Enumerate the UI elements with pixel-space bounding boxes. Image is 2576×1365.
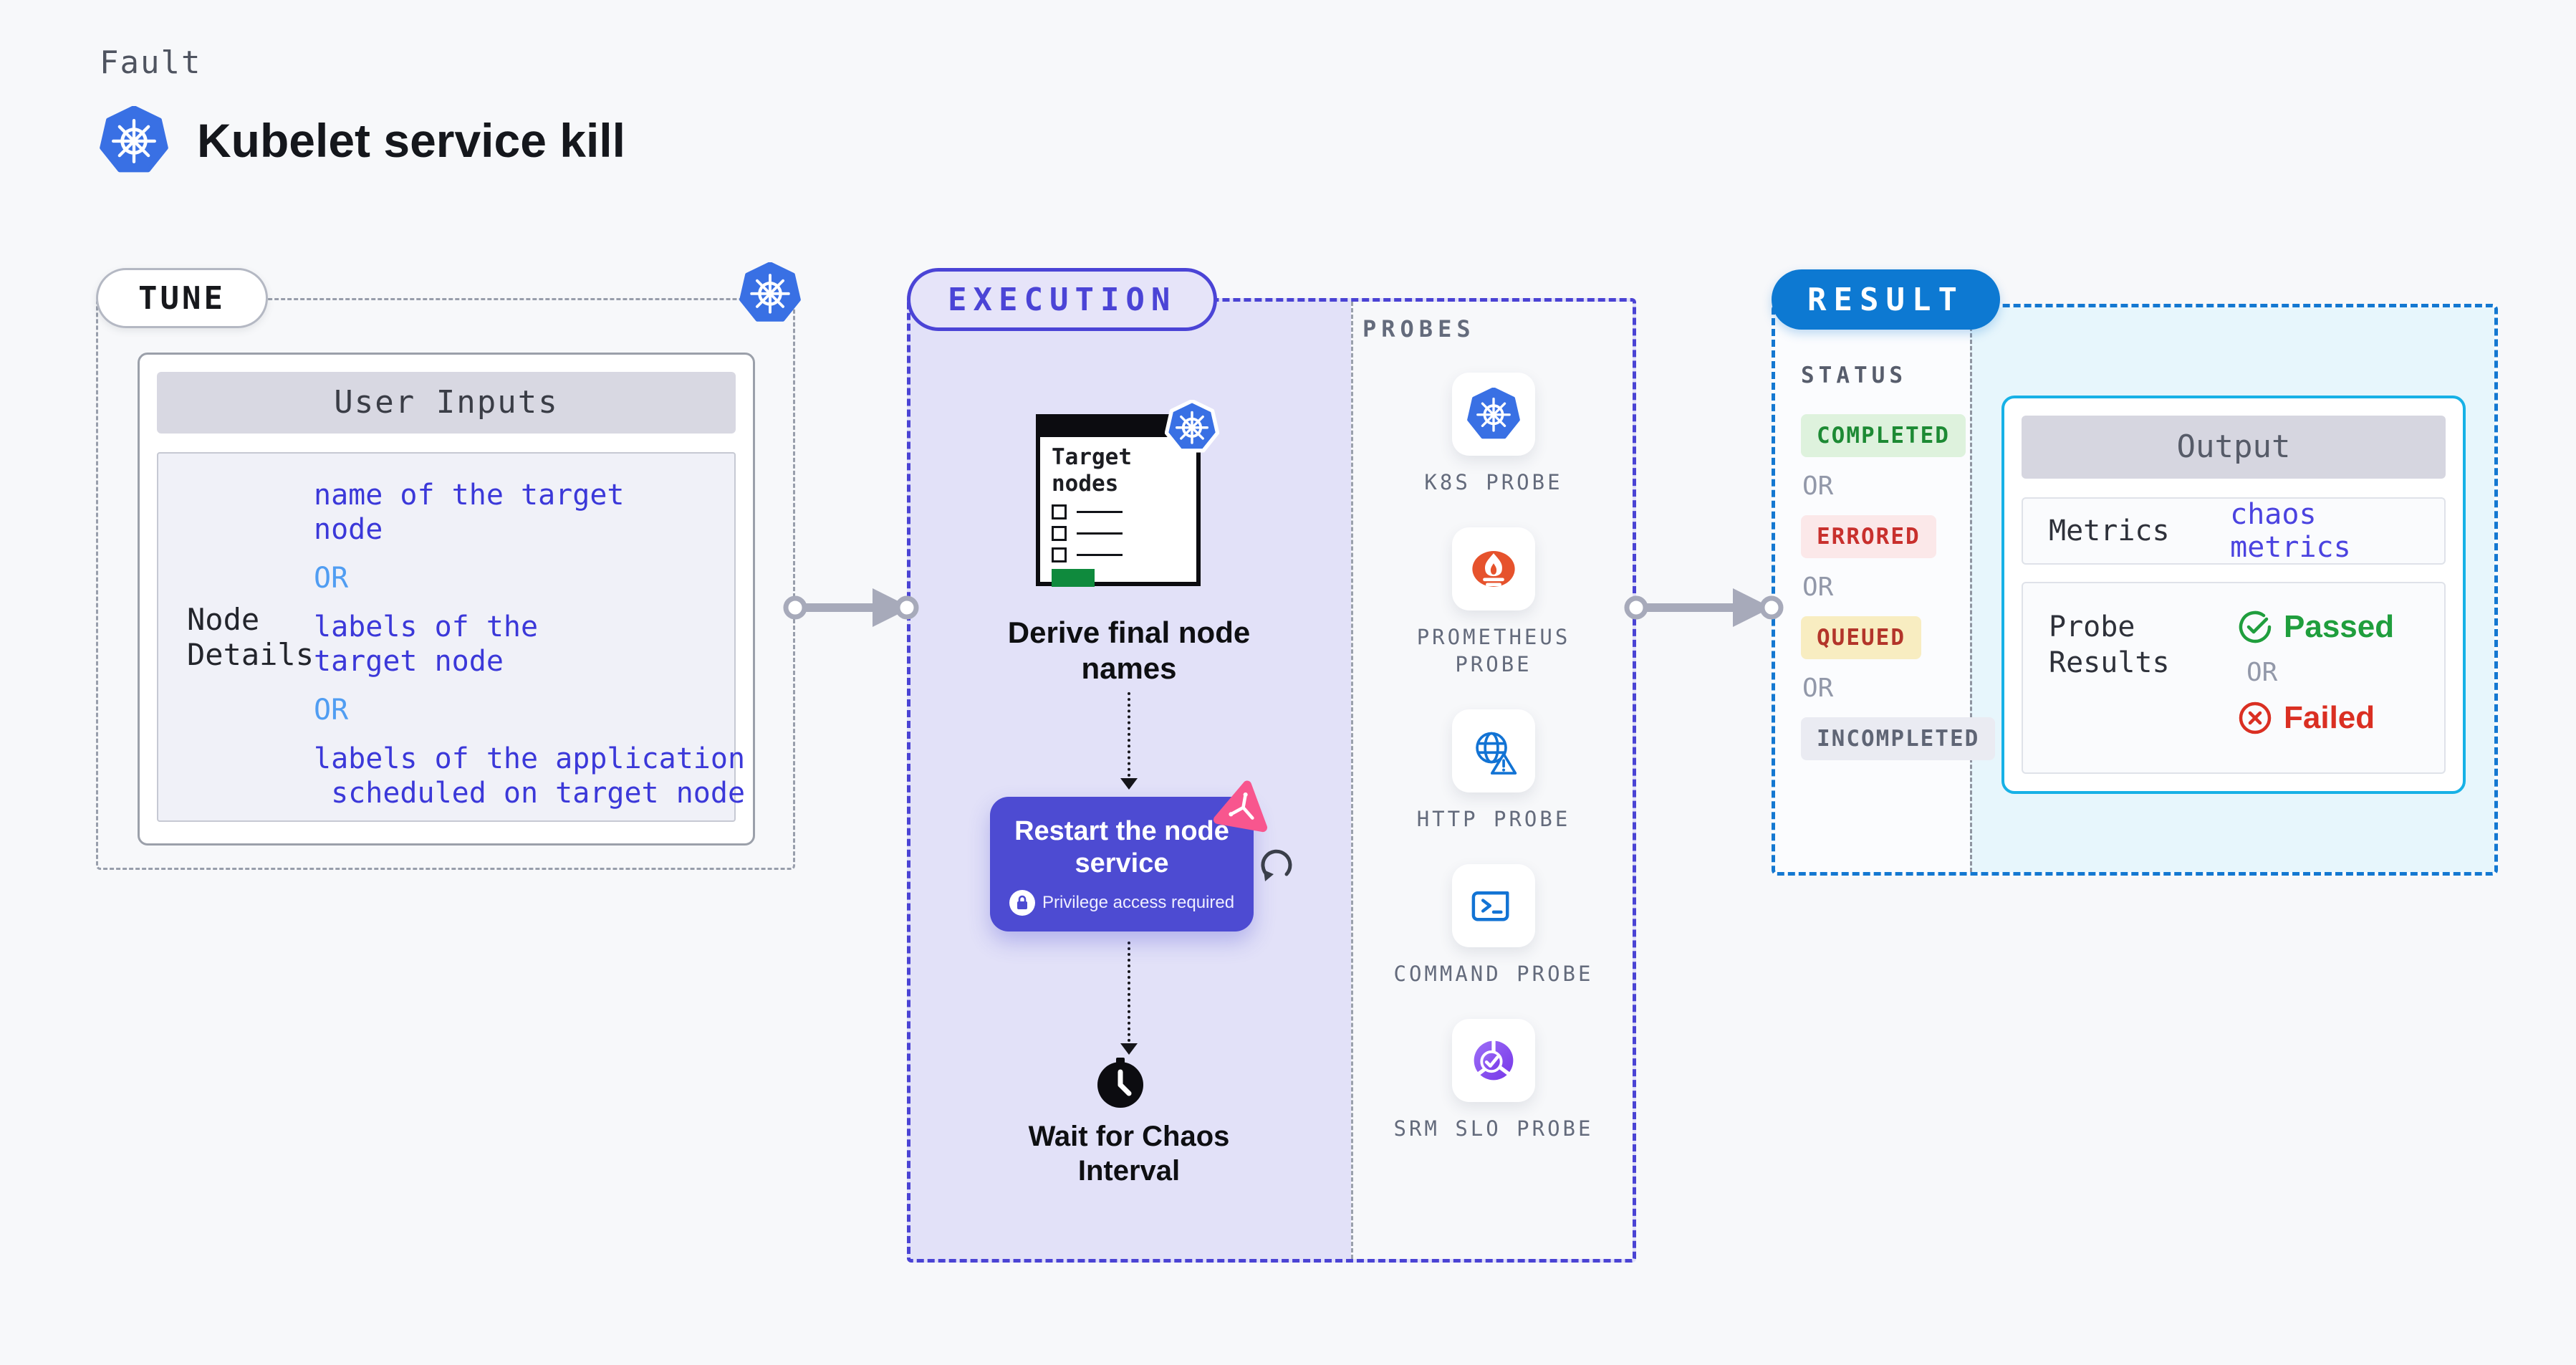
status-badge-incompleted: INCOMPLETED (1801, 717, 1996, 760)
failed-verdict: Failed (2238, 700, 2394, 736)
check-circle-icon (2239, 610, 2272, 643)
probe-item-command: COMMAND PROBE (1394, 864, 1594, 987)
passed-label: Passed (2284, 609, 2395, 644)
result-badge: RESULT (1772, 269, 2000, 330)
or-separator: OR (2246, 658, 2278, 687)
or-separator: OR (1802, 573, 1834, 602)
probes-header: PROBES (1363, 315, 1476, 343)
step-derive-node-names: Derive final node names (1007, 616, 1251, 685)
flow-arrow (783, 588, 919, 627)
probe-item-http: HTTP PROBE (1417, 709, 1571, 833)
checkbox-list (1052, 504, 1196, 562)
status-badge-errored: ERRORED (1801, 515, 1936, 558)
prometheus-icon (1452, 527, 1535, 610)
kubernetes-icon (739, 262, 801, 322)
x-circle-icon (2239, 701, 2272, 734)
probe-label: K8S PROBE (1424, 470, 1563, 494)
status-badge-queued: QUEUED (1801, 616, 1921, 659)
or-separator: OR (314, 694, 349, 727)
status-badge-completed: COMPLETED (1801, 414, 1966, 457)
probe-results-row: Probe Results Passed OR Faile (2022, 582, 2446, 774)
page-title-row: Kubelet service kill (100, 106, 625, 175)
probe-item-prometheus: PROMETHEUS PROBE (1386, 527, 1601, 678)
green-bar (1052, 569, 1095, 587)
or-separator: OR (1802, 471, 1834, 501)
metrics-row: Metrics chaos metrics (2022, 497, 2446, 565)
checkbox-icon (1052, 547, 1067, 562)
kubernetes-icon (1165, 400, 1219, 453)
list-line (1077, 511, 1123, 513)
tune-badge: TUNE (96, 268, 268, 328)
probe-label: SRM SLO PROBE (1393, 1116, 1594, 1141)
page-title: Kubelet service kill (197, 114, 625, 167)
metrics-label: Metrics (2049, 514, 2170, 547)
probe-results-values: Passed OR Failed (2238, 609, 2394, 772)
retry-loop-icon (1261, 849, 1292, 881)
checkbox-icon (1052, 504, 1067, 519)
or-separator: OR (1802, 674, 1834, 703)
k8s-icon (1451, 373, 1535, 456)
command-terminal-icon (1451, 864, 1535, 947)
arrowhead-icon (1120, 778, 1138, 790)
privilege-note-text: Privilege access required (1042, 893, 1235, 912)
value-line: target node (314, 645, 504, 678)
value-line: node (314, 513, 383, 546)
http-globe-icon (1451, 709, 1535, 792)
probe-item-srm-slo: SRM SLO PROBE (1394, 1019, 1594, 1142)
or-separator: OR (314, 562, 349, 595)
node-details-values: name of the target node OR labels of the… (314, 454, 745, 820)
fault-kicker: Fault (100, 44, 202, 81)
user-inputs-table: User Inputs Node Details name of the tar… (138, 353, 755, 846)
user-inputs-header: User Inputs (157, 372, 736, 434)
node-details-label: Node Details (187, 602, 314, 672)
status-column: STATUS COMPLETED OR ERRORED OR QUEUED OR… (1801, 363, 1996, 760)
list-line (1077, 532, 1123, 535)
probe-list: K8S PROBE PROMETHEUS PROBE (1351, 373, 1636, 1142)
restart-step-title: Restart the node service (1014, 816, 1229, 878)
dotted-connector (1128, 942, 1130, 1042)
lock-icon (1009, 890, 1035, 916)
value-line: name of the target (314, 479, 625, 512)
passed-verdict: Passed (2238, 609, 2394, 645)
list-line (1077, 554, 1123, 556)
arrowhead-icon (1120, 1043, 1138, 1055)
privilege-note: Privilege access required (990, 890, 1254, 916)
kubernetes-icon (100, 106, 168, 173)
probe-label: HTTP PROBE (1416, 807, 1571, 831)
status-header: STATUS (1801, 363, 1907, 388)
flow-arrow (1624, 588, 1784, 627)
probe-item-k8s: K8S PROBE (1424, 373, 1562, 496)
user-inputs-row: Node Details name of the target node OR … (157, 452, 745, 822)
output-header: Output (2022, 416, 2446, 479)
target-nodes-label: Target nodes (1052, 444, 1132, 497)
chaos-experiment-icon (1213, 780, 1268, 833)
value-line: labels of the application (314, 742, 746, 775)
restart-node-service-step: Restart the node service Privilege acces… (990, 797, 1254, 931)
probe-label: COMMAND PROBE (1393, 962, 1594, 986)
dotted-connector (1128, 692, 1130, 777)
failed-label: Failed (2284, 700, 2375, 735)
clock-icon (1097, 1058, 1143, 1108)
probe-results-label: Probe Results (2049, 610, 2170, 679)
output-table: Output Metrics chaos metrics Probe Resul… (2001, 396, 2466, 794)
srm-slo-icon (1451, 1019, 1535, 1102)
value-line: scheduled on target node (314, 777, 746, 810)
probe-label: PROMETHEUS PROBE (1416, 625, 1571, 676)
metrics-value: chaos metrics (2230, 498, 2351, 564)
execution-badge: EXECUTION (907, 268, 1218, 331)
value-line: labels of the (314, 610, 539, 643)
tune-section (96, 298, 795, 870)
checkbox-icon (1052, 526, 1067, 541)
step-wait-chaos-interval: Wait for Chaos Interval (1028, 1121, 1230, 1187)
